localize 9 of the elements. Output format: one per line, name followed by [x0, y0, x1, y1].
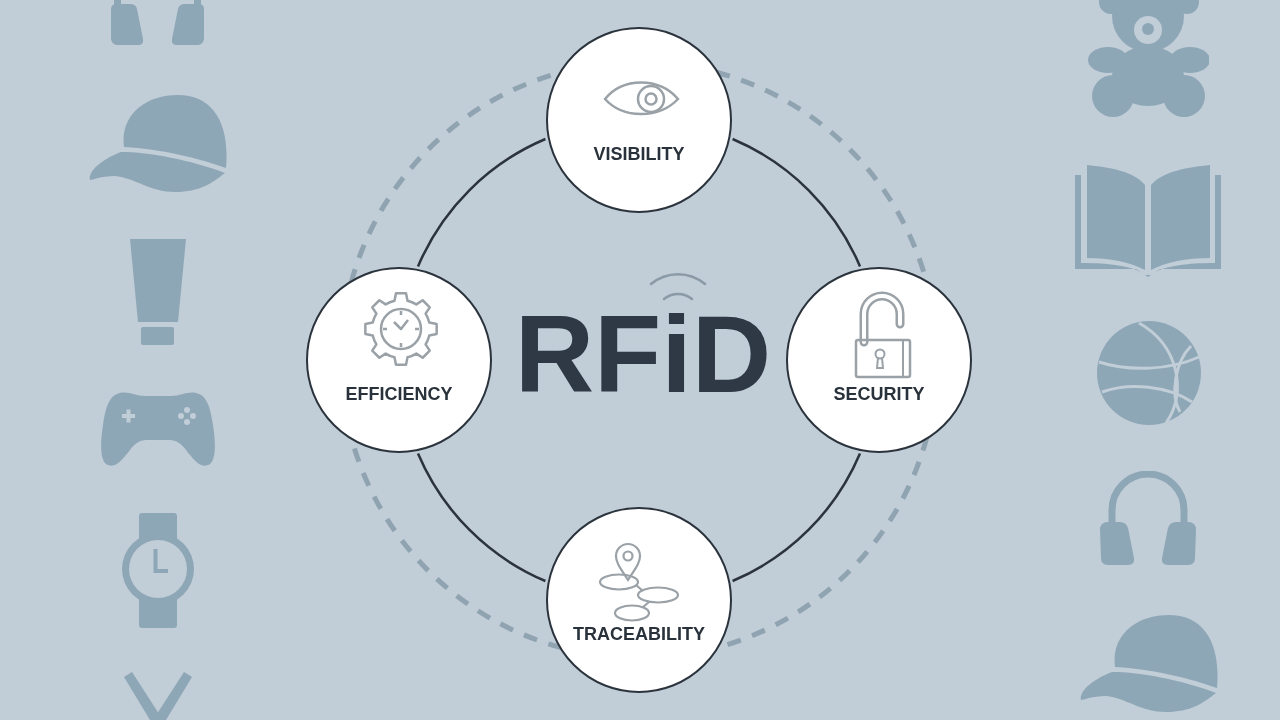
- node-label: SECURITY: [833, 383, 925, 406]
- connector-arc: [732, 137, 862, 267]
- connector-arc: [732, 453, 862, 583]
- connector-arc: [416, 137, 546, 267]
- node-label: TRACEABILITY: [573, 623, 705, 646]
- connector-arc: [416, 453, 546, 583]
- title: RFiD: [514, 299, 772, 409]
- node-label: EFFICIENCY: [345, 383, 453, 406]
- node-label: VISIBILITY: [593, 143, 685, 166]
